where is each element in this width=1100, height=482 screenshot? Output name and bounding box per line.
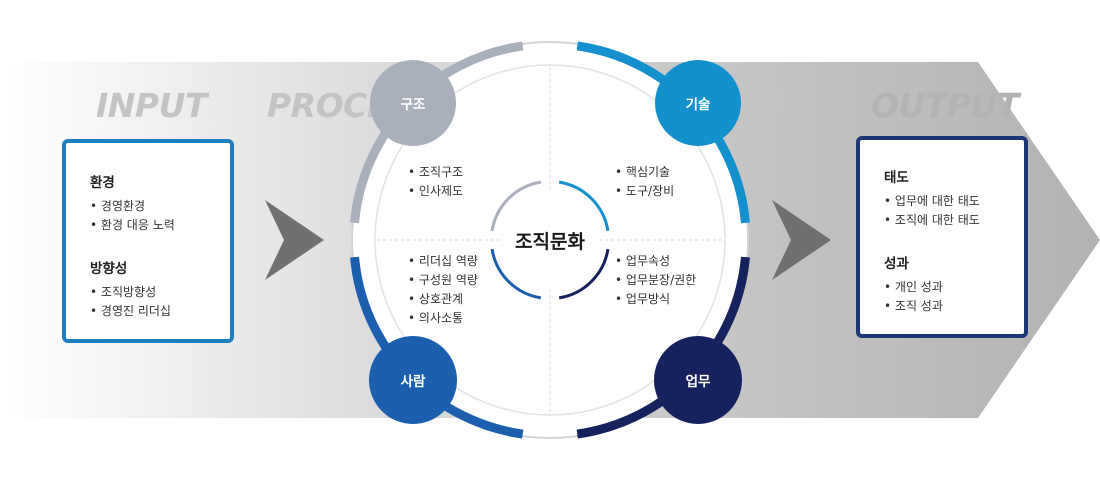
list-item: 도구/장비 xyxy=(615,182,674,201)
output-box: 태도 업무에 대한 태도 조직에 대한 태도 성과 개인 성과 조직 성과 xyxy=(856,136,1028,338)
input-list-environment: 경영환경 환경 대응 노력 xyxy=(90,197,210,235)
output-heading-attitude: 태도 xyxy=(884,170,909,186)
node-structure: 구조 xyxy=(370,60,456,146)
list-item: 핵심기술 xyxy=(615,163,674,182)
inner-arc-technology xyxy=(558,180,610,232)
chevron-arrow-left-icon xyxy=(265,200,324,280)
inner-arc-structure xyxy=(490,180,542,232)
list-item: 조직구조 xyxy=(408,163,463,182)
list-item: 조직 성과 xyxy=(884,297,1004,316)
list-item: 상호관계 xyxy=(408,290,478,309)
input-heading-direction: 방향성 xyxy=(90,261,128,277)
center-label: 조직문화 xyxy=(515,230,585,253)
process-label-left: PROCE xyxy=(267,86,389,125)
list-item: 구성원 역량 xyxy=(408,271,478,290)
list-item: 경영환경 xyxy=(90,197,210,216)
input-label: INPUT xyxy=(96,86,207,125)
list-item: 조직방향성 xyxy=(90,283,210,302)
list-item: 경영진 리더십 xyxy=(90,302,210,321)
list-item: 업무에 대한 태도 xyxy=(884,192,1004,211)
list-item: 업무속성 xyxy=(615,252,696,271)
output-label: OUTPUT xyxy=(871,86,1019,125)
chevron-arrow-right-icon xyxy=(772,200,831,280)
input-box: 환경 경영환경 환경 대응 노력 방향성 조직방향성 경영진 리더십 xyxy=(62,139,234,343)
technology-items: 핵심기술 도구/장비 xyxy=(615,163,674,201)
node-people: 사람 xyxy=(369,336,457,424)
input-heading-environment: 환경 xyxy=(90,175,115,191)
inner-arc-people xyxy=(490,248,542,300)
list-item: 업무방식 xyxy=(615,290,696,309)
list-item: 환경 대응 노력 xyxy=(90,216,210,235)
output-list-performance: 개인 성과 조직 성과 xyxy=(884,278,1004,316)
list-item: 인사제도 xyxy=(408,182,463,201)
outer-ring xyxy=(351,41,749,439)
list-item: 조직에 대한 태도 xyxy=(884,211,1004,230)
list-item: 의사소통 xyxy=(408,309,478,328)
inner-arcs xyxy=(490,180,610,300)
node-technology: 기술 xyxy=(655,60,741,146)
inner-ring xyxy=(374,64,726,416)
list-item: 리더십 역량 xyxy=(408,252,478,271)
input-list-direction: 조직방향성 경영진 리더십 xyxy=(90,283,210,321)
people-items: 리더십 역량 구성원 역량 상호관계 의사소통 xyxy=(408,252,478,328)
structure-items: 조직구조 인사제도 xyxy=(408,163,463,201)
output-list-attitude: 업무에 대한 태도 조직에 대한 태도 xyxy=(884,192,1004,230)
list-item: 개인 성과 xyxy=(884,278,1004,297)
inner-arc-work xyxy=(558,248,610,300)
work-items: 업무속성 업무분장/권한 업무방식 xyxy=(615,252,696,309)
node-work: 업무 xyxy=(654,336,742,424)
list-item: 업무분장/권한 xyxy=(615,271,696,290)
center-disc xyxy=(500,190,600,290)
output-heading-performance: 성과 xyxy=(884,256,909,272)
